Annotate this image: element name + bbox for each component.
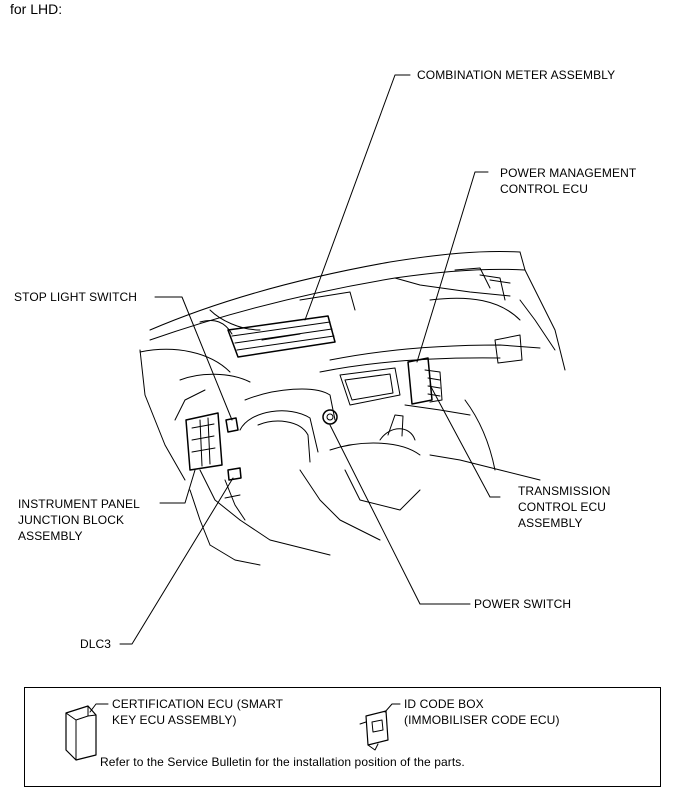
label-combination-meter: COMBINATION METER ASSEMBLY — [417, 68, 616, 82]
label-transmission-2: CONTROL ECU — [518, 500, 606, 514]
label-transmission-1: TRANSMISSION — [518, 484, 611, 498]
legend-box — [24, 687, 661, 787]
junction-block — [185, 412, 223, 471]
legend-id-code-1: ID CODE BOX — [404, 697, 484, 711]
legend-certification-1: CERTIFICATION ECU (SMART — [112, 697, 284, 711]
label-instrument-panel-3: ASSEMBLY — [18, 529, 83, 543]
label-power-management-2: CONTROL ECU — [500, 182, 588, 196]
label-instrument-panel-1: INSTRUMENT PANEL — [18, 497, 140, 511]
label-dlc3: DLC3 — [80, 637, 112, 651]
legend-note: Refer to the Service Bulletin for the in… — [100, 755, 465, 769]
power-switch — [322, 409, 338, 425]
label-power-management-1: POWER MANAGEMENT — [500, 166, 637, 180]
dlc3-connector — [227, 467, 242, 481]
leader-lines — [89, 74, 501, 713]
diagram-caption: for LHD: — [10, 1, 63, 17]
label-power-switch: POWER SWITCH — [474, 597, 572, 611]
legend-certification-2: KEY ECU ASSEMBLY) — [112, 713, 237, 727]
certification-ecu-icon — [65, 705, 97, 761]
legend-id-code-2: (IMMOBILISER CODE ECU) — [404, 713, 560, 727]
label-instrument-panel-2: JUNCTION BLOCK — [18, 513, 125, 527]
label-transmission-3: ASSEMBLY — [518, 516, 583, 530]
dashboard-outline — [139, 250, 566, 566]
id-code-box-icon — [359, 710, 389, 751]
combination-meter-assembly — [227, 315, 336, 358]
label-stop-light-switch: STOP LIGHT SWITCH — [14, 290, 138, 304]
power-management-ecu — [407, 357, 443, 405]
stop-light-switch — [225, 417, 239, 433]
